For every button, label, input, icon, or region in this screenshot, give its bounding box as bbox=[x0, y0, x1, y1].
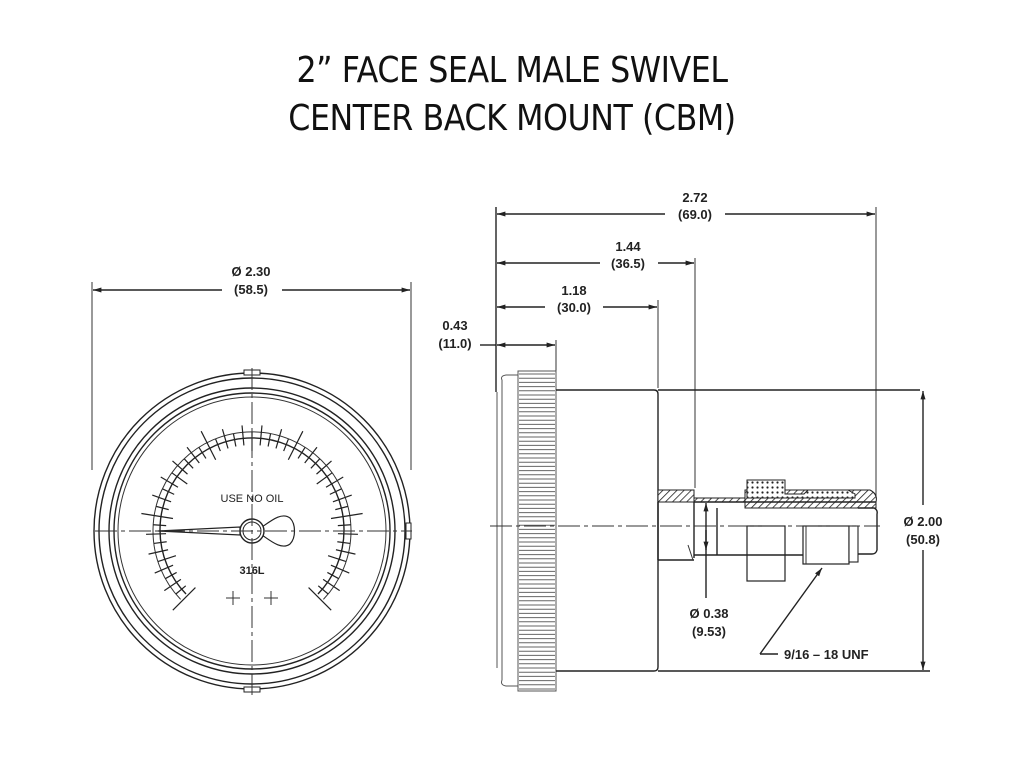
front-diameter-dimension: Ø 2.30 (58.5) bbox=[91, 264, 412, 470]
front-diameter-inch: Ø 2.30 bbox=[231, 264, 270, 279]
bore-diameter-inch: Ø 0.38 bbox=[689, 606, 728, 621]
case-depth-dimension: 1.18 (30.0) bbox=[497, 283, 657, 315]
swivel-fitting bbox=[657, 479, 878, 582]
fitting-length-mm: (36.5) bbox=[611, 256, 645, 271]
front-view: Ø 2.30 (58.5) USE NO OIL 316L bbox=[91, 264, 412, 695]
bore-diameter-dimension: Ø 0.38 (9.53) bbox=[689, 503, 729, 639]
case-diameter-inch: Ø 2.00 bbox=[903, 514, 942, 529]
thread-spec-label: 9/16 – 18 UNF bbox=[784, 647, 869, 662]
fitting-length-dimension: 1.44 (36.5) bbox=[497, 239, 694, 271]
drawing-title-line-1: 2” FACE SEAL MALE SWIVEL bbox=[296, 50, 728, 91]
thread-callout: 9/16 – 18 UNF bbox=[759, 567, 869, 662]
bezel-depth-dimension: 0.43 (11.0) bbox=[438, 318, 555, 351]
gauge-case-body bbox=[556, 389, 930, 672]
case-diameter-mm: (50.8) bbox=[906, 532, 940, 547]
front-diameter-mm: (58.5) bbox=[234, 282, 268, 297]
bore-diameter-mm: (9.53) bbox=[692, 624, 726, 639]
overall-length-dimension: 2.72 (69.0) bbox=[497, 190, 875, 222]
overall-length-mm: (69.0) bbox=[678, 207, 712, 222]
case-depth-mm: (30.0) bbox=[557, 300, 591, 315]
bezel-side-profile bbox=[496, 370, 557, 692]
case-diameter-dimension: Ø 2.00 (50.8) bbox=[903, 391, 943, 670]
drawing-title-line-2: CENTER BACK MOUNT (CBM) bbox=[288, 98, 736, 139]
fitting-length-inch: 1.44 bbox=[615, 239, 641, 254]
overall-length-inch: 2.72 bbox=[682, 190, 707, 205]
dial-material-text: 316L bbox=[239, 565, 264, 577]
case-depth-inch: 1.18 bbox=[561, 283, 586, 298]
dial-tick-marks bbox=[141, 425, 363, 611]
bezel-depth-mm: (11.0) bbox=[438, 336, 471, 351]
bezel-knurling bbox=[519, 373, 555, 690]
bezel-depth-inch: 0.43 bbox=[442, 318, 467, 333]
side-view: 2.72 (69.0) 1.44 (36.5) 1.18 (30.0) 0.43… bbox=[438, 190, 943, 692]
dial-screw-marks bbox=[226, 591, 278, 605]
